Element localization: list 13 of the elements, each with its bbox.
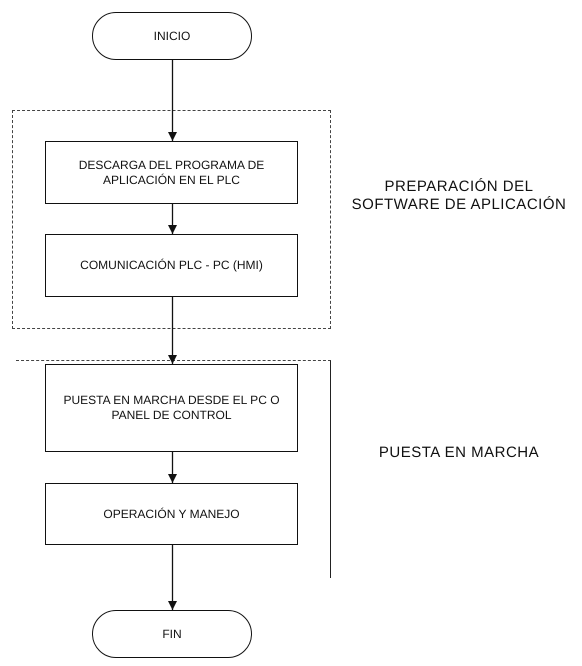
terminal-box: FIN <box>92 610 252 658</box>
arrow <box>168 204 177 234</box>
process-box: OPERACIÓN Y MANEJO <box>45 483 298 545</box>
arrow <box>168 452 177 483</box>
process-box: PUESTA EN MARCHA DESDE EL PC O PANEL DE CONTROL <box>45 364 298 452</box>
arrow <box>168 297 177 364</box>
process-box: COMUNICACIÓN PLC - PC (HMI) <box>45 234 298 297</box>
group-label: PREPARACIÓN DEL SOFTWARE DE APLICACIÓN <box>350 178 568 214</box>
terminal-box: INICIO <box>92 12 252 60</box>
process-box: DESCARGA DEL PROGRAMA DE APLICACIÓN EN EL PLC <box>45 141 298 204</box>
arrow <box>168 60 177 141</box>
arrow <box>168 545 177 610</box>
group-label: PUESTA EN MARCHA <box>378 444 540 462</box>
